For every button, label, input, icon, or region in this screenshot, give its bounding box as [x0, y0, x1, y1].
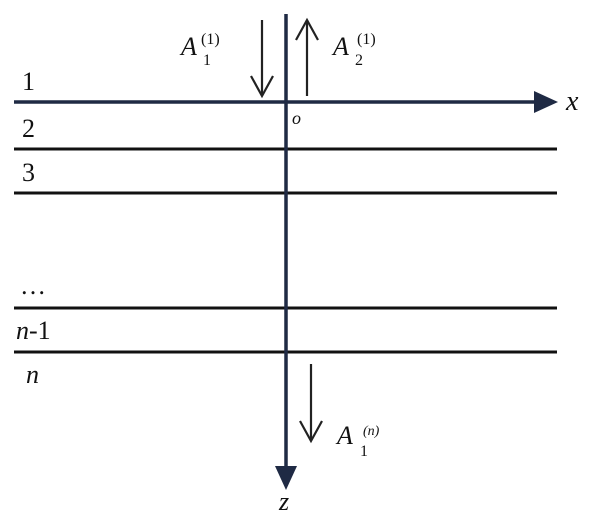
- reflected-wave-letter: A: [331, 32, 349, 61]
- transmitted-wave-arrow-head: [299, 420, 323, 444]
- layer-label-ellipsis: …: [20, 271, 46, 300]
- x-axis-label: x: [565, 86, 579, 117]
- z-axis-label: z: [278, 487, 289, 516]
- z-axis-arrowhead: [275, 466, 297, 490]
- incident-wave-arrow-head: [250, 75, 274, 99]
- incident-wave-subscript: 1: [203, 52, 211, 69]
- layer-label-1: 1: [22, 67, 35, 96]
- reflected-wave-arrow-head: [295, 17, 319, 41]
- transmitted-wave-label: A (n) 1: [335, 421, 380, 460]
- layer-label-2: 2: [22, 114, 35, 143]
- incident-wave-superscript: (1): [201, 31, 220, 48]
- transmitted-wave-subscript: 1: [360, 443, 368, 460]
- reflected-wave-subscript: 2: [355, 52, 363, 69]
- transmitted-wave-superscript: (n): [363, 424, 380, 439]
- reflected-wave-superscript: (1): [357, 31, 376, 48]
- layer-label-3: 3: [22, 158, 35, 187]
- layer-label-n-minus-1-suffix: -1: [29, 316, 51, 345]
- layer-label-n: n: [26, 360, 39, 389]
- layer-label-n-minus-1-prefix: n: [16, 316, 29, 345]
- layer-label-n-minus-1: n-1: [16, 316, 51, 345]
- reflected-wave-label: A (1) 2: [331, 31, 376, 69]
- x-axis-arrowhead: [534, 91, 558, 113]
- origin-label: o: [292, 108, 301, 128]
- incident-wave-letter: A: [179, 32, 197, 61]
- transmitted-wave-letter: A: [335, 421, 353, 450]
- incident-wave-label: A (1) 1: [179, 31, 220, 69]
